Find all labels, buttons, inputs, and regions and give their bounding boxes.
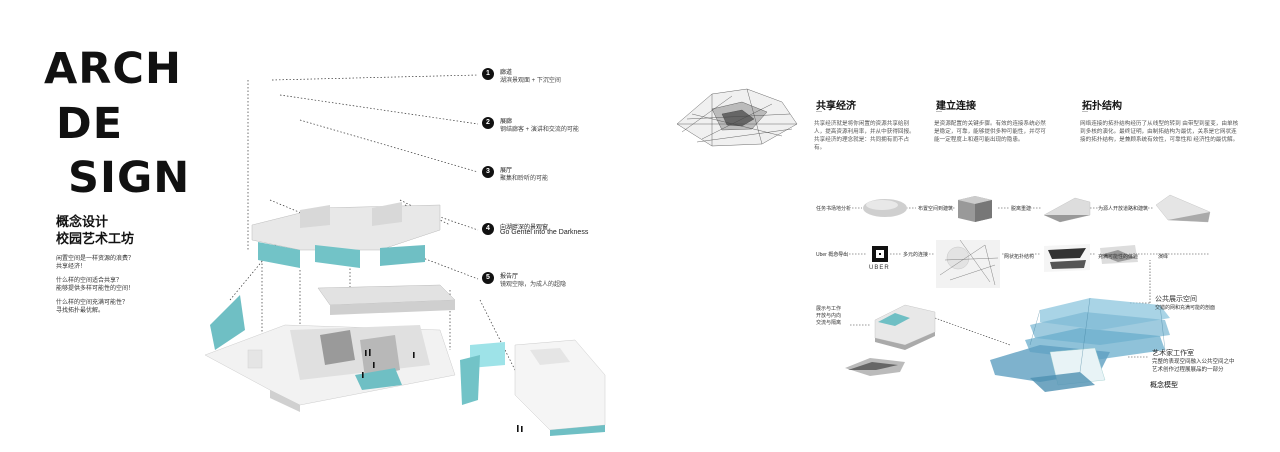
question-line: 寻找拓扑最优解。	[56, 308, 105, 314]
row1-label-space-layout: 布置空间到建筑	[918, 206, 954, 212]
row2-label-multiple-connections: 多元的连接	[903, 252, 929, 258]
middle-slab	[317, 284, 456, 315]
title-line-de: DE	[56, 99, 124, 149]
label-line: 开放与内向	[816, 313, 842, 319]
question-line: 什么样的空间适合共享？	[56, 278, 123, 284]
roof-canopy-layer	[251, 202, 441, 268]
row2-label-interpret: 演绎	[1158, 254, 1169, 260]
step-number-1: 1	[482, 68, 494, 80]
section-dash: —	[1082, 109, 1088, 115]
concept-model-label: 概念模型	[1150, 382, 1178, 389]
step-title-1: 廊道	[500, 70, 513, 76]
step-desc-3: 聚集和聆听的可能	[500, 176, 549, 182]
section-body: 是资源配置的关键步骤。有效的连接系统必然是稳定，可靠，能够提供多种可能性，并尽可…	[934, 121, 1046, 143]
studio-slab-form	[874, 304, 936, 350]
gallery-block	[460, 339, 606, 436]
label-line: 交错的网和充满可能的剖面	[1155, 305, 1216, 311]
mid-left-label: 展示与工作 开放与内向 交流与隔离	[816, 306, 841, 327]
question-line: 闲置空间是一样资源的浪费？	[56, 256, 135, 262]
step-title-4: 向湖畔深的景观窗	[500, 225, 549, 231]
label-line: 完整的表现空间融入公共空间之中	[1152, 359, 1235, 365]
concept-model-stack	[990, 297, 1170, 392]
wedge-form-2	[1155, 194, 1211, 223]
step-number-4: 4	[482, 223, 494, 235]
title-line-sign: SIGN	[68, 153, 191, 203]
label-line: 展示与工作	[816, 306, 842, 312]
row2-label-uber-concept: Uber 概念导出	[816, 252, 849, 258]
human-figures	[362, 349, 523, 432]
label-line: 交流与隔离	[816, 320, 842, 326]
row2-label-experience: 充满可能性的体验	[1098, 254, 1139, 260]
step-desc-1: 湖滨景观面 + 下沉空间	[500, 78, 561, 84]
concept-title: 概念设计 校园艺术工坊	[56, 213, 134, 247]
topology-forms	[1044, 244, 1138, 272]
question-block-3: 什么样的空间充满可能性？ 寻找拓扑最优解。	[56, 299, 166, 315]
network-sphere-form	[936, 239, 1000, 288]
row1-label-rebuild: 脱离重建	[1011, 206, 1032, 212]
label-line: 公共展示空间	[1155, 296, 1197, 303]
step-title-3: 展厅	[500, 168, 513, 174]
step-desc-5: 镜观空隙，为成人的超隐	[500, 282, 567, 288]
ground-floor-complex	[204, 295, 456, 412]
title-line-arch: ARCH	[44, 44, 182, 94]
section-body: 网络连接的拓扑结构经历了从线型的转到 由带型到星变，由单核到多核的演化。最终证明…	[1080, 121, 1239, 143]
section-title: 建立连接	[936, 101, 976, 112]
row1-label-open-path: 为源人开放道路和建筑	[1098, 206, 1149, 212]
construction-lines	[229, 74, 549, 415]
public-space-label: 公共展示空间 交错的网和充满可能的剖面	[1155, 296, 1215, 312]
step-title-2: 展廊	[500, 119, 513, 125]
question-line: 共享经济！	[56, 264, 87, 270]
concept-title-line: 校园艺术工坊	[56, 231, 135, 246]
label-line: 艺术家工作室	[1152, 350, 1194, 357]
question-block-2: 什么样的空间适合共享？ 能够提供多样可能性的空间！	[56, 277, 166, 293]
uber-text: UBER	[869, 265, 890, 271]
label-line: 艺术创作过程展展品的一部分	[1152, 367, 1224, 373]
concept-title-line: 概念设计	[56, 214, 109, 229]
thin-section-form	[845, 358, 905, 376]
step-title-5: 报告厅	[500, 274, 519, 280]
artist-studio-label: 艺术家工作室 完整的表现空间融入公共空间之中 艺术创作过程展展品的一部分	[1152, 350, 1235, 374]
concept-sketch-image	[676, 88, 798, 147]
step-number-3: 3	[482, 166, 494, 178]
section-dash: —	[936, 109, 942, 115]
question-line: 能够提供多样可能性的空间！	[56, 286, 135, 292]
step-number-5: 5	[482, 272, 494, 284]
section-title: 共享经济	[816, 101, 856, 112]
step-desc-4: Go Gentel into the Darkness	[500, 229, 589, 236]
question-line: 什么样的空间充满可能性？	[56, 300, 129, 306]
question-block-1: 闲置空间是一样资源的浪费？ 共享经济！	[56, 255, 166, 271]
cube-form	[958, 196, 992, 222]
wedge-form-1	[1043, 197, 1091, 223]
step-desc-2: 钢结廊客 + 演讲和交流的可能	[500, 127, 579, 133]
section-body: 共享经济就是将你闲置的资源共享给别人，提高资源利用率，并从中获得回报。共享经济的…	[814, 121, 915, 151]
section-dash: —	[816, 109, 822, 115]
row2-label-network-topology: 网状拓扑结构	[1004, 254, 1035, 260]
section-title: 拓扑结构	[1082, 101, 1122, 112]
step-number-2: 2	[482, 117, 494, 129]
row1-label-site-analysis: 任务书场地分析	[816, 206, 852, 212]
